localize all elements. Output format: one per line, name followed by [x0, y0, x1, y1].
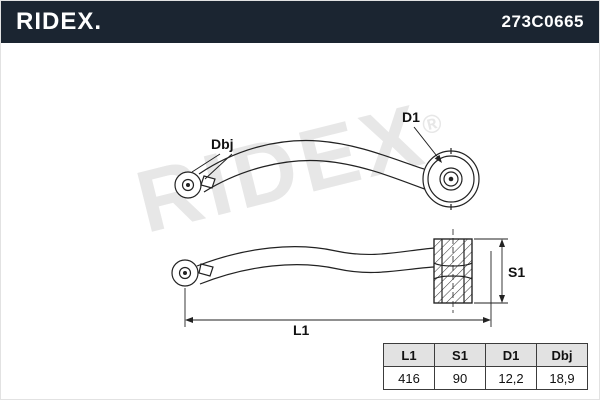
bushing-top-view: [422, 148, 480, 210]
spec-val-s1: 90: [434, 366, 486, 390]
spec-table-value-row: 416 90 12,2 18,9: [383, 366, 588, 390]
spec-table-header-row: L1 S1 D1 Dbj: [383, 343, 588, 367]
header-bar: RIDEX. 273C0665: [1, 1, 599, 43]
ball-joint-side-view: [171, 259, 214, 287]
l1-label: L1: [293, 322, 310, 338]
bushing-side-view: [433, 229, 473, 313]
ball-joint-top-view: [174, 171, 216, 199]
spec-val-dbj: 18,9: [536, 366, 588, 390]
dbj-callout: Dbj: [191, 136, 234, 180]
spec-val-d1: 12,2: [485, 366, 537, 390]
upper-view: Dbj D1: [174, 109, 480, 210]
lower-view: S1 L1: [171, 229, 525, 338]
arm-body-top-view: [198, 139, 428, 193]
l1-dimension: L1: [184, 251, 492, 338]
spec-val-l1: 416: [383, 366, 435, 390]
spec-col-l1: L1: [383, 343, 435, 367]
spec-col-dbj: Dbj: [536, 343, 588, 367]
part-number: 273C0665: [501, 12, 584, 31]
spec-col-s1: S1: [434, 343, 486, 367]
arm-body-side-view: [196, 246, 435, 285]
brand-logo: RIDEX.: [16, 8, 103, 35]
s1-dimension: S1: [474, 238, 525, 304]
spec-col-d1: D1: [485, 343, 537, 367]
dbj-label: Dbj: [211, 136, 234, 152]
d1-label: D1: [402, 109, 420, 125]
spec-table: L1 S1 D1 Dbj 416 90 12,2 18,9: [383, 343, 588, 390]
d1-callout: D1: [402, 109, 442, 163]
s1-label: S1: [508, 264, 525, 280]
